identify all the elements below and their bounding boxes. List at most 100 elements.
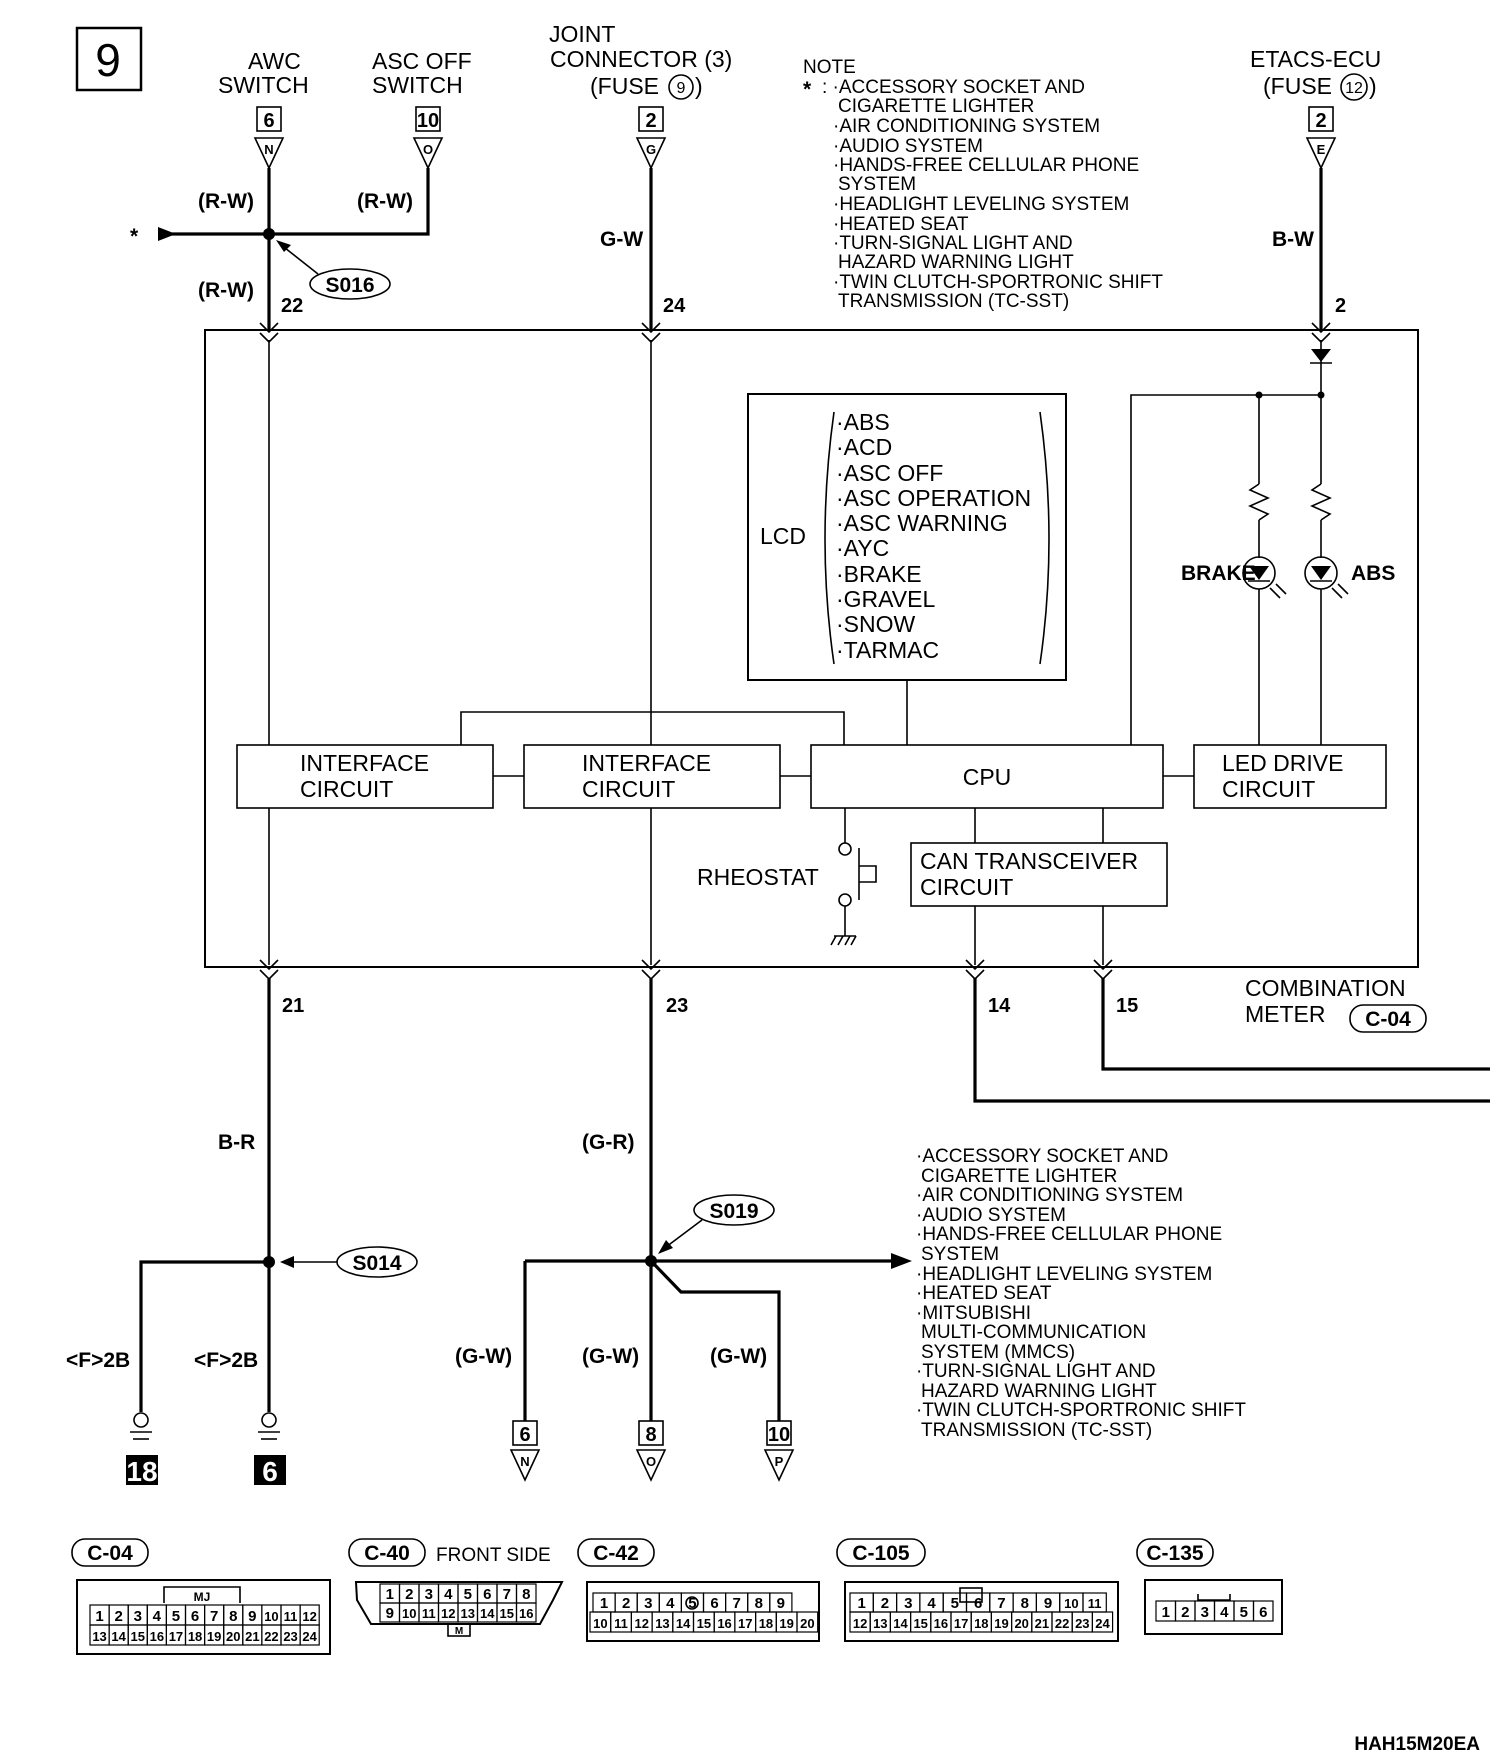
note-line: ·HEATED SEAT <box>833 214 969 235</box>
connector-cavity-number: 24 <box>1095 1616 1110 1631</box>
cpu-label: CPU <box>963 764 1012 790</box>
connector-cavity-number: 15 <box>697 1616 711 1631</box>
combination-meter-label-1: COMBINATION <box>1245 975 1406 1001</box>
awc-switch-label-2: SWITCH <box>218 72 309 98</box>
lcd-right-paren <box>1039 411 1050 665</box>
systems-list-line: ·ACCESSORY SOCKET AND <box>916 1146 1168 1167</box>
connector-cavity-number: 10 <box>1064 1596 1078 1611</box>
connector-cavity-number: 14 <box>893 1616 908 1631</box>
connector-cavity-number: 5 <box>172 1608 180 1625</box>
connector-cavity-number: 15 <box>500 1606 514 1621</box>
note-line: ·HEADLIGHT LEVELING SYSTEM <box>833 194 1129 215</box>
connector-pin: 10 <box>417 110 439 132</box>
pin-number: 21 <box>282 995 304 1017</box>
star-arrow-icon <box>158 227 176 241</box>
fuse-circle <box>1340 73 1368 101</box>
lcd-item: ·SNOW <box>836 611 916 637</box>
splice-label: S016 <box>325 274 374 297</box>
connector-cavity-number: 4 <box>153 1608 162 1625</box>
systems-list-line: ·HEADLIGHT LEVELING SYSTEM <box>916 1264 1212 1285</box>
lcd-item: ·AYC <box>836 535 889 561</box>
connector-cavity <box>515 1602 537 1623</box>
connector-pin: 10 <box>768 1424 790 1446</box>
connector-cavity-number: 7 <box>210 1608 218 1625</box>
connector-cavity-number: 6 <box>710 1595 718 1612</box>
connector-cavity-number: 12 <box>302 1609 316 1624</box>
connector-bottom-3: 10 P <box>763 1420 795 1482</box>
systems-list-line: SYSTEM <box>921 1244 999 1265</box>
splice-label: S014 <box>352 1252 401 1275</box>
connector-tag: O <box>423 142 433 157</box>
switch-button-icon <box>859 865 877 883</box>
connector-key <box>163 1586 241 1603</box>
connector-cavity-number: 23 <box>283 1629 297 1644</box>
lcd-item: ·ACD <box>836 434 892 460</box>
connector-cavity-number: 18 <box>759 1616 773 1631</box>
splice-s019-bubble <box>693 1194 775 1226</box>
connector-key-label: MJ <box>194 1590 211 1604</box>
can-line2: CIRCUIT <box>920 874 1013 900</box>
joint-connector-fuse-close: ) <box>695 73 703 99</box>
fuse-circle <box>668 74 694 100</box>
connector-cavity-number: 9 <box>386 1605 394 1622</box>
connector-cavity-number: 17 <box>738 1616 752 1631</box>
systems-list-line: ·AUDIO SYSTEM <box>916 1205 1066 1226</box>
combination-meter-label-2: METER <box>1245 1001 1326 1027</box>
pin-number: 24 <box>663 295 686 317</box>
connector-cavity-number: 16 <box>934 1616 948 1631</box>
connector-cavity-number: 6 <box>1259 1604 1267 1621</box>
lcd-item: ·ASC OFF <box>836 460 943 486</box>
connector-tag: O <box>646 1454 656 1469</box>
wire-color-label: (G-W) <box>710 1345 767 1368</box>
wire-color-label: (R-W) <box>357 190 413 213</box>
wire-color-label: (G-R) <box>582 1131 634 1154</box>
connector-tag: E <box>1317 142 1326 157</box>
connector-view-c40 <box>354 1581 564 1625</box>
wire-gw-3 <box>649 1259 781 1421</box>
pin-number: 23 <box>666 995 688 1017</box>
page-number: 9 <box>95 34 121 86</box>
wire-color-label: G-W <box>600 228 643 251</box>
pin-number: 22 <box>281 295 303 317</box>
connector-tag: N <box>520 1454 529 1469</box>
splice-dot <box>263 228 275 240</box>
pin-number: 14 <box>988 995 1011 1017</box>
wire-can-pin15 <box>1101 978 1490 1071</box>
connector-cavity-number: 3 <box>644 1595 652 1612</box>
connector-cavity-number: 21 <box>1035 1616 1049 1631</box>
connector-cavity-number: 1 <box>1162 1604 1170 1621</box>
note-block: NOTE * : ·ACCESSORY SOCKET AND CIGARETTE… <box>803 57 1163 312</box>
joint-connector-label-2: CONNECTOR (3) <box>550 46 732 72</box>
interface-2-line1: INTERFACE <box>582 750 711 776</box>
connector-cavity-number: 14 <box>676 1616 691 1631</box>
ground-location-label: <F>2B <box>66 1349 130 1372</box>
connector-cavity-number: 6 <box>974 1595 982 1612</box>
systems-list-line: MULTI-COMMUNICATION <box>921 1322 1146 1343</box>
lcd-item: ·BRAKE <box>836 561 922 587</box>
connector-cavity-number: 6 <box>483 1586 491 1603</box>
bus-wire <box>460 711 845 745</box>
connector-pin: 2 <box>645 110 656 132</box>
abs-led-icon <box>1304 556 1349 599</box>
splice-dot <box>263 1256 275 1268</box>
connector-cavity-number: 12 <box>853 1616 867 1631</box>
connector-cavity-number: 8 <box>229 1608 237 1625</box>
connector-pin: 8 <box>645 1424 656 1446</box>
wire-color-label: (R-W) <box>198 279 254 302</box>
wire-color-label: B-W <box>1272 228 1314 251</box>
connector-cavity-number: 14 <box>111 1629 126 1644</box>
note-title: NOTE <box>803 57 856 78</box>
ground-location-label: <F>2B <box>194 1349 258 1372</box>
connector-cavity-number: 20 <box>800 1616 814 1631</box>
wire-color-label: (G-W) <box>582 1345 639 1368</box>
resistor-icon <box>1248 483 1270 521</box>
lcd-item: ·ASC WARNING <box>836 510 1008 536</box>
lcd-item: ·ASC OPERATION <box>836 485 1031 511</box>
note-line: CIGARETTE LIGHTER <box>838 96 1034 117</box>
